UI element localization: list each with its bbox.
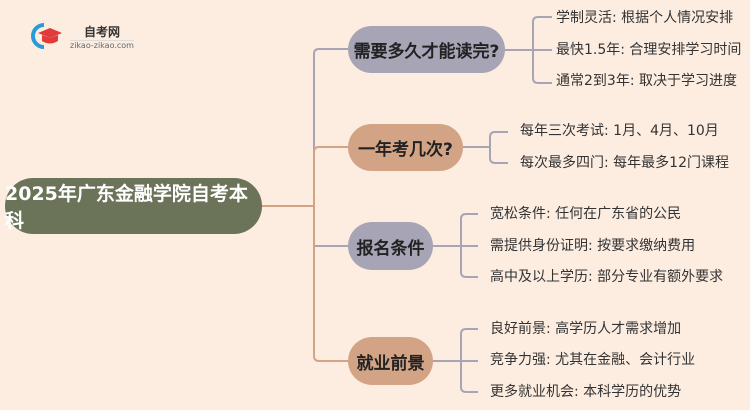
leaf: 通常2到3年: 取决于学习进度: [556, 73, 737, 89]
leaf: 高中及以上学历: 部分专业有额外要求: [490, 269, 724, 285]
branch-duration: 需要多久才能读完?: [348, 26, 505, 73]
branch-career: 就业前景: [348, 337, 433, 385]
leaf: 更多就业机会: 本科学历的优势: [490, 384, 682, 400]
graduation-cap-icon: [30, 22, 64, 50]
leaf: 每年三次考试: 1月、4月、10月: [520, 123, 719, 139]
logo: 自考网 zikao-zikao.com: [30, 22, 134, 50]
leaf: 宽松条件: 任何在广东省的公民: [490, 206, 682, 222]
leaf: 最快1.5年: 合理安排学习时间: [556, 42, 742, 58]
leaf: 竞争力强: 尤其在金融、会计行业: [490, 352, 696, 368]
root-node: 2025年广东金融学院自考本科: [5, 178, 262, 234]
leaf: 良好前景: 高学历人才需求增加: [490, 321, 682, 337]
leaf: 每次最多四门: 每年最多12门课程: [520, 155, 729, 171]
branch-exam-frequency: 一年考几次?: [348, 124, 463, 171]
leaf: 需提供身份证明: 按要求缴纳费用: [490, 238, 696, 254]
logo-url: zikao-zikao.com: [70, 39, 134, 50]
leaf: 学制灵活: 根据个人情况安排: [556, 10, 734, 26]
logo-title: 自考网: [83, 24, 120, 39]
branch-requirements: 报名条件: [348, 222, 433, 270]
